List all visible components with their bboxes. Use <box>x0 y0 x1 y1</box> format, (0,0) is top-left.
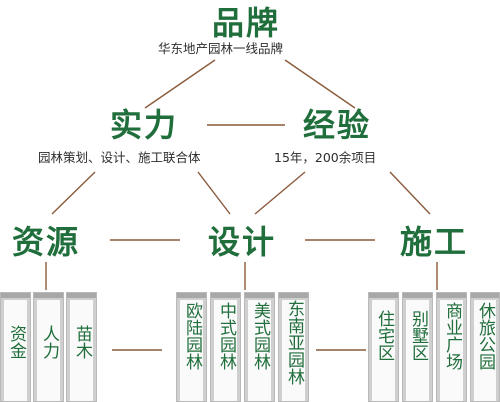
card-label: 住宅区 <box>374 310 394 361</box>
line-strength-resources <box>51 171 96 215</box>
card-label: 中式园林 <box>216 302 236 370</box>
construction-title: 施工 <box>400 223 469 261</box>
card-resources-capital: 资金 <box>0 292 31 402</box>
card-design-american: 美式园林 <box>244 292 275 402</box>
card-label: 休旅公园 <box>475 302 495 370</box>
card-resources-manpower: 人力 <box>33 292 64 402</box>
card-design-european: 欧陆园林 <box>176 292 207 402</box>
card-label: 资金 <box>6 325 26 359</box>
card-resources-seedlings: 苗木 <box>66 292 97 402</box>
card-construction-leisure-park: 休旅公园 <box>470 292 500 402</box>
card-label: 商业广场 <box>442 302 462 370</box>
experience-title: 经验 <box>303 106 372 144</box>
strength-subtitle: 园林策划、设计、施工联合体 <box>38 150 201 165</box>
card-construction-residential: 住宅区 <box>368 292 399 402</box>
resources-title: 资源 <box>12 223 81 261</box>
experience-subtitle: 15年，200余项目 <box>274 150 377 165</box>
card-label: 人力 <box>39 325 59 359</box>
line-experience-construction <box>389 171 431 215</box>
brand-subtitle: 华东地产园林一线品牌 <box>158 41 284 56</box>
card-design-chinese: 中式园林 <box>210 292 241 402</box>
design-title: 设计 <box>208 223 277 261</box>
line-brand-experience <box>284 59 356 109</box>
strength-title: 实力 <box>110 106 179 144</box>
line-brand-strength <box>144 59 216 109</box>
card-design-southeast-asian: 东南亚园林 <box>278 292 309 402</box>
brand-title: 品牌 <box>212 4 281 42</box>
card-label: 别墅区 <box>408 310 428 361</box>
card-label: 苗木 <box>72 325 92 359</box>
line-experience-design <box>254 171 306 215</box>
card-label: 东南亚园林 <box>284 300 304 385</box>
card-construction-commercial-plaza: 商业广场 <box>436 292 467 402</box>
line-strength-design <box>197 171 231 215</box>
card-construction-villa: 别墅区 <box>402 292 433 402</box>
card-label: 欧陆园林 <box>182 302 202 370</box>
card-label: 美式园林 <box>250 302 270 370</box>
